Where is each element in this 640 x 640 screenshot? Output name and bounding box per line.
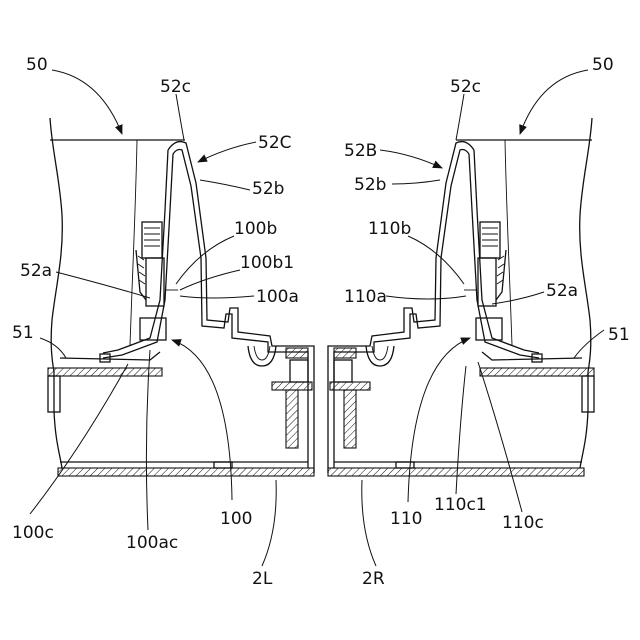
- label-110c: 110c: [502, 513, 544, 533]
- label-52C: 52C: [258, 133, 292, 153]
- label-52a-left: 52a: [20, 261, 52, 281]
- label-52c-right: 52c: [450, 77, 481, 97]
- right-housing-boundary: [580, 118, 592, 468]
- left-rail-block: [290, 360, 308, 382]
- label-110: 110: [390, 509, 422, 529]
- right-rail-top-flange: [330, 382, 370, 390]
- left-roller: [248, 346, 276, 366]
- label-51-left: 51: [12, 323, 34, 343]
- leader-l51: [40, 338, 66, 358]
- leader-l100a: [180, 296, 254, 298]
- leader-r110c: [478, 362, 522, 512]
- label-110b: 110b: [368, 219, 411, 239]
- leader-r52b: [392, 180, 440, 184]
- right-housing-inner-edge: [505, 140, 512, 345]
- leader-l2L: [262, 480, 276, 566]
- leader-l52c: [176, 94, 184, 140]
- left-housing-inner-edge: [130, 140, 137, 345]
- leader-r52a: [492, 292, 544, 304]
- label-100: 100: [220, 509, 252, 529]
- right-bracket-ribs: [482, 228, 498, 246]
- label-110c1: 110c1: [434, 495, 487, 515]
- label-2L: 2L: [252, 569, 273, 589]
- left-base-notch: [214, 462, 232, 468]
- leader-l100b1: [180, 270, 240, 290]
- label-100c: 100c: [12, 523, 54, 543]
- label-50-left: 50: [26, 55, 48, 75]
- label-2R: 2R: [362, 569, 385, 589]
- leader-r52B: [380, 150, 442, 168]
- left-rail-cap: [286, 348, 308, 358]
- leader-r50: [520, 70, 588, 134]
- left-base-plate-2L: [58, 468, 314, 476]
- leader-lines: [30, 70, 604, 566]
- leader-r110a: [386, 296, 466, 299]
- leader-r2R: [362, 480, 376, 566]
- label-52b-left: 52b: [252, 179, 284, 199]
- reference-labels: 50 52c 52C 52b 100b 100b1 52a 100a 51 10…: [12, 55, 630, 589]
- label-51-right: 51: [608, 325, 630, 345]
- right-rail-cap: [334, 348, 356, 358]
- label-52b-right: 52b: [354, 175, 386, 195]
- leader-l52C: [198, 142, 256, 162]
- label-50-right: 50: [592, 55, 614, 75]
- leader-l100b: [176, 236, 234, 284]
- leader-l52a: [56, 272, 150, 298]
- right-rail-web: [344, 390, 356, 448]
- label-100ac: 100ac: [126, 533, 178, 553]
- label-100b: 100b: [234, 219, 277, 239]
- left-rail-web: [286, 390, 298, 448]
- label-52B: 52B: [344, 141, 377, 161]
- leader-l50: [52, 70, 122, 134]
- left-bracket-ribs: [144, 228, 160, 246]
- leader-l52b: [200, 180, 250, 190]
- leader-r51: [574, 330, 604, 358]
- leader-l100c: [30, 364, 128, 514]
- label-100a: 100a: [256, 287, 299, 307]
- left-housing-boundary: [50, 118, 62, 468]
- left-rail-top-flange: [272, 382, 312, 390]
- leader-r52c: [456, 94, 464, 140]
- right-roller: [366, 346, 394, 366]
- label-110a: 110a: [344, 287, 387, 307]
- right-rail-block: [334, 360, 352, 382]
- right-base-notch: [396, 462, 414, 468]
- right-plate-51: [480, 368, 594, 376]
- label-100b1: 100b1: [240, 253, 294, 273]
- right-base-plate-2R: [328, 468, 584, 476]
- label-52a-right: 52a: [546, 281, 578, 301]
- label-52c-left: 52c: [160, 77, 191, 97]
- left-plate-51: [48, 368, 162, 376]
- leader-l100ac: [146, 350, 150, 530]
